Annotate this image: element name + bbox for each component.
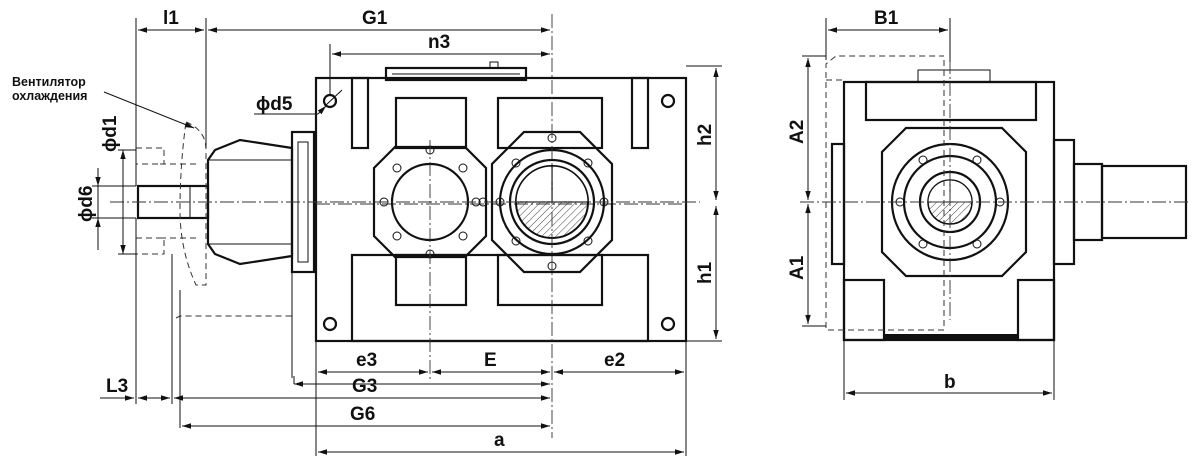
cooling-fan <box>179 121 207 286</box>
dimensions-side: B1 A2 A1 b <box>787 8 1055 400</box>
side-view <box>800 55 1190 342</box>
front-view <box>110 14 700 438</box>
fan-note-line1: Вентилятор <box>12 75 86 89</box>
dim-A2: A2 <box>787 120 808 144</box>
dim-G1: G1 <box>362 8 388 29</box>
dim-G6: G6 <box>350 404 375 425</box>
dim-h1: h1 <box>695 261 716 284</box>
dim-a: a <box>494 430 505 451</box>
dim-e3: e3 <box>356 350 377 371</box>
dim-e2: e2 <box>604 350 625 371</box>
dim-B1: B1 <box>874 8 899 29</box>
dim-A1: A1 <box>787 255 808 280</box>
top-cover <box>384 66 528 82</box>
dim-d6: ϕd6 <box>76 186 97 222</box>
mount-hole-tr <box>660 93 676 109</box>
dim-d1: ϕd1 <box>100 115 121 152</box>
fan-note-line2: охлаждения <box>12 89 87 103</box>
dim-L3: L3 <box>106 376 128 397</box>
dim-G3: G3 <box>352 376 377 397</box>
side-bearing-cover <box>880 126 1028 278</box>
dim-n3: n3 <box>428 32 450 53</box>
dim-l1: l1 <box>163 8 179 29</box>
dim-E: E <box>484 350 497 371</box>
dim-b: b <box>944 372 956 393</box>
dim-h2: h2 <box>695 124 716 146</box>
output-bearing-cover <box>490 130 614 274</box>
input-bearing-cover <box>372 145 488 259</box>
dimensions-front: l1 G1 n3 ϕd5 Вентилятор охлаждения ϕd1 ϕ… <box>12 8 722 456</box>
mount-hole-bl <box>322 316 338 332</box>
mount-hole-br <box>660 316 676 332</box>
dim-d5: ϕd5 <box>256 94 293 115</box>
